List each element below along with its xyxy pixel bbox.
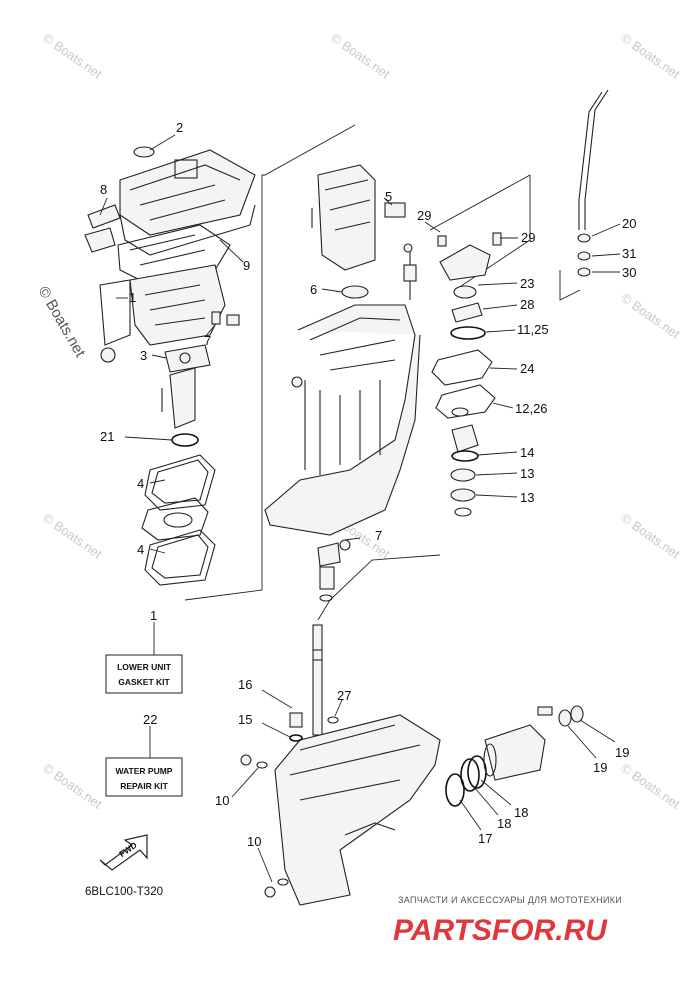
callout-1-small: 1 <box>129 290 136 305</box>
lower-cover-housing <box>99 264 240 363</box>
watermark-text: © Boats.net <box>40 760 105 812</box>
callout-2: 2 <box>176 120 183 135</box>
callout-29: 29 <box>521 230 535 245</box>
seal-21 <box>171 433 199 447</box>
brand-logo: PARTSFOR.RU <box>393 914 608 947</box>
callout-6: 6 <box>310 282 317 297</box>
shift-rod-parts <box>289 712 339 742</box>
callout-5: 5 <box>385 189 392 204</box>
callout-15: 15 <box>238 712 252 727</box>
water-pump-assembly <box>431 232 502 517</box>
callout-8: 8 <box>100 182 107 197</box>
plate-8 <box>84 204 121 253</box>
water-pump-kit: WATER PUMP REPAIR KIT 22 <box>105 712 183 797</box>
kit-number: 1 <box>150 608 157 623</box>
water-tube-assembly <box>161 344 211 429</box>
watermark-text: © Boats.net <box>40 510 105 562</box>
callout-13: 13 <box>520 466 534 481</box>
callout-12-26: 12,26 <box>515 401 548 416</box>
callout-21: 21 <box>100 429 114 444</box>
gasket-4-upper <box>144 454 216 511</box>
watermarks: © Boats.net © Boats.net © Boats.net © Bo… <box>35 30 683 812</box>
exhaust-guide <box>311 164 406 299</box>
lower-case <box>240 714 441 906</box>
water-tube-right <box>577 89 609 277</box>
callout-19: 19 <box>615 745 629 760</box>
callout-18: 18 <box>497 816 511 831</box>
callout-9: 9 <box>243 258 250 273</box>
kit-label-line1: WATER PUMP <box>116 766 173 776</box>
callout-14: 14 <box>520 445 534 460</box>
callout-10: 10 <box>247 834 261 849</box>
callout-4: 4 <box>137 542 144 557</box>
callout-24: 24 <box>520 361 534 376</box>
callout-23: 23 <box>520 276 534 291</box>
kit-box <box>105 757 183 797</box>
kit-label-line1: LOWER UNIT <box>117 662 172 672</box>
watermark-text: © Boats.net <box>618 290 683 342</box>
watermark-text: © Boats.net <box>35 284 89 361</box>
callout-29: 29 <box>417 208 431 223</box>
footer-tagline: ЗАПЧАСТИ И АКСЕССУАРЫ ДЛЯ МОТОТЕХНИКИ <box>398 895 622 905</box>
callout-16: 16 <box>238 677 252 692</box>
top-cover-assembly <box>119 146 256 256</box>
watermark-text: © Boats.net <box>328 30 393 82</box>
drive-shaft <box>312 624 323 736</box>
fwd-arrow-icon: FWD <box>99 834 148 871</box>
watermark-text: © Boats.net <box>618 30 683 82</box>
callout-27: 27 <box>337 688 351 703</box>
gasket-4-lower <box>144 529 216 586</box>
callout-28: 28 <box>520 297 534 312</box>
upper-casing <box>264 243 421 536</box>
kit-label-line2: REPAIR KIT <box>120 781 168 791</box>
watermark-text: © Boats.net <box>40 30 105 82</box>
callout-7: 7 <box>375 528 382 543</box>
callouts: 2 8 9 1 7 3 21 4 4 5 6 7 29 29 23 28 11, <box>99 120 636 883</box>
callout-11-25: 11,25 <box>517 322 549 337</box>
callout-31: 31 <box>622 246 636 261</box>
lower-shaft-parts <box>317 539 351 602</box>
footer-branding: ЗАПЧАСТИ И АКСЕССУАРЫ ДЛЯ МОТОТЕХНИКИ PA… <box>393 895 622 947</box>
watermark-text: © Boats.net <box>618 510 683 562</box>
kit-box <box>105 654 183 694</box>
kit-number: 22 <box>143 712 157 727</box>
diagram-code: 6BLC100-T320 <box>85 886 163 898</box>
callout-18: 18 <box>514 805 528 820</box>
callout-10: 10 <box>215 793 229 808</box>
propeller-shaft-housing <box>445 705 584 807</box>
callout-19: 19 <box>593 760 607 775</box>
watermark-text: © Boats.net <box>618 760 683 812</box>
callout-20: 20 <box>622 216 636 231</box>
callout-3: 3 <box>140 348 147 363</box>
callout-13: 13 <box>520 490 534 505</box>
plate-middle <box>141 497 209 541</box>
kit-label-line2: GASKET KIT <box>118 677 170 687</box>
callout-4: 4 <box>137 476 144 491</box>
callout-30: 30 <box>622 265 636 280</box>
lower-unit-kit: LOWER UNIT GASKET KIT 1 <box>105 608 183 694</box>
callout-17: 17 <box>478 831 492 846</box>
callout-7: 7 <box>204 333 211 348</box>
